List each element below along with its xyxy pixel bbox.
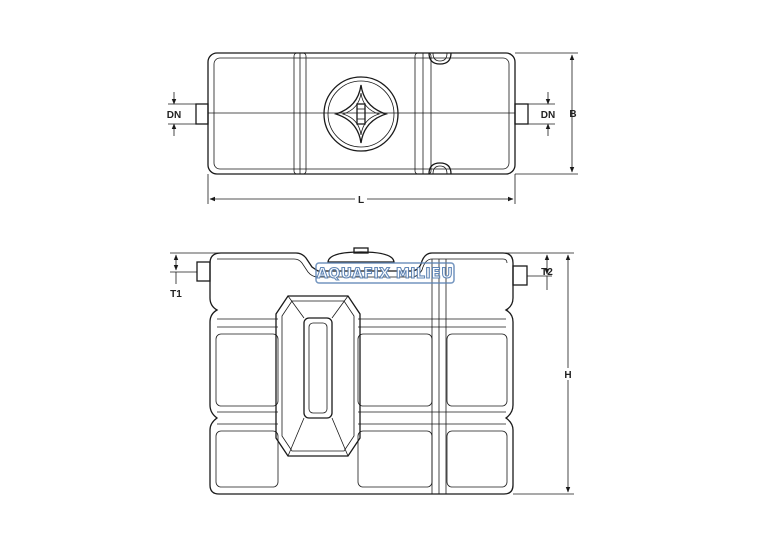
dn-left-dimension: DN bbox=[167, 92, 196, 136]
tank-body-inner-edge bbox=[213, 57, 510, 170]
rib-band-upper bbox=[217, 318, 506, 328]
front-view: AQUAFIX MILIEU T1 T2 H bbox=[170, 247, 575, 495]
lid-front bbox=[327, 247, 395, 263]
panel-center-bottom bbox=[357, 430, 433, 488]
outlet-nozzle-front bbox=[512, 265, 528, 286]
height-label: H bbox=[564, 370, 571, 381]
manhole-lid bbox=[323, 76, 399, 152]
top-view: DN DN B L bbox=[167, 52, 578, 206]
panel-center-mid bbox=[357, 333, 433, 407]
vertical-groove bbox=[431, 259, 447, 494]
panel-left-bottom bbox=[215, 430, 279, 488]
t2-dimension: T2 bbox=[503, 252, 574, 290]
watermark-text: AQUAFIX MILIEU bbox=[317, 266, 453, 282]
rib-band-lower bbox=[217, 411, 506, 425]
t2-label: T2 bbox=[541, 267, 553, 278]
notch-top bbox=[428, 52, 452, 65]
height-dimension: H bbox=[513, 254, 575, 495]
length-dimension: L bbox=[207, 174, 516, 206]
center-pocket bbox=[275, 295, 361, 457]
watermark: AQUAFIX MILIEU bbox=[315, 262, 455, 284]
inlet-nozzle-top bbox=[195, 103, 209, 125]
rib-groove-right bbox=[414, 52, 432, 175]
inlet-nozzle-front bbox=[196, 261, 211, 282]
tank-body-top bbox=[207, 52, 516, 175]
panel-left-mid bbox=[215, 333, 279, 407]
notch-bottom bbox=[428, 162, 452, 175]
t1-dimension: T1 bbox=[170, 252, 221, 300]
panel-right-bottom bbox=[446, 430, 508, 488]
dn-right-dimension: DN bbox=[528, 92, 555, 136]
width-label: B bbox=[569, 109, 576, 120]
t1-label: T1 bbox=[170, 289, 182, 300]
dn-right-label: DN bbox=[541, 110, 555, 121]
panel-right-mid bbox=[446, 333, 508, 407]
dn-left-label: DN bbox=[167, 110, 181, 121]
tank-body-front bbox=[209, 252, 514, 495]
width-dimension: B bbox=[515, 52, 578, 175]
outlet-nozzle-top bbox=[514, 103, 529, 125]
rib-groove-left bbox=[293, 52, 307, 175]
length-label: L bbox=[358, 195, 364, 206]
